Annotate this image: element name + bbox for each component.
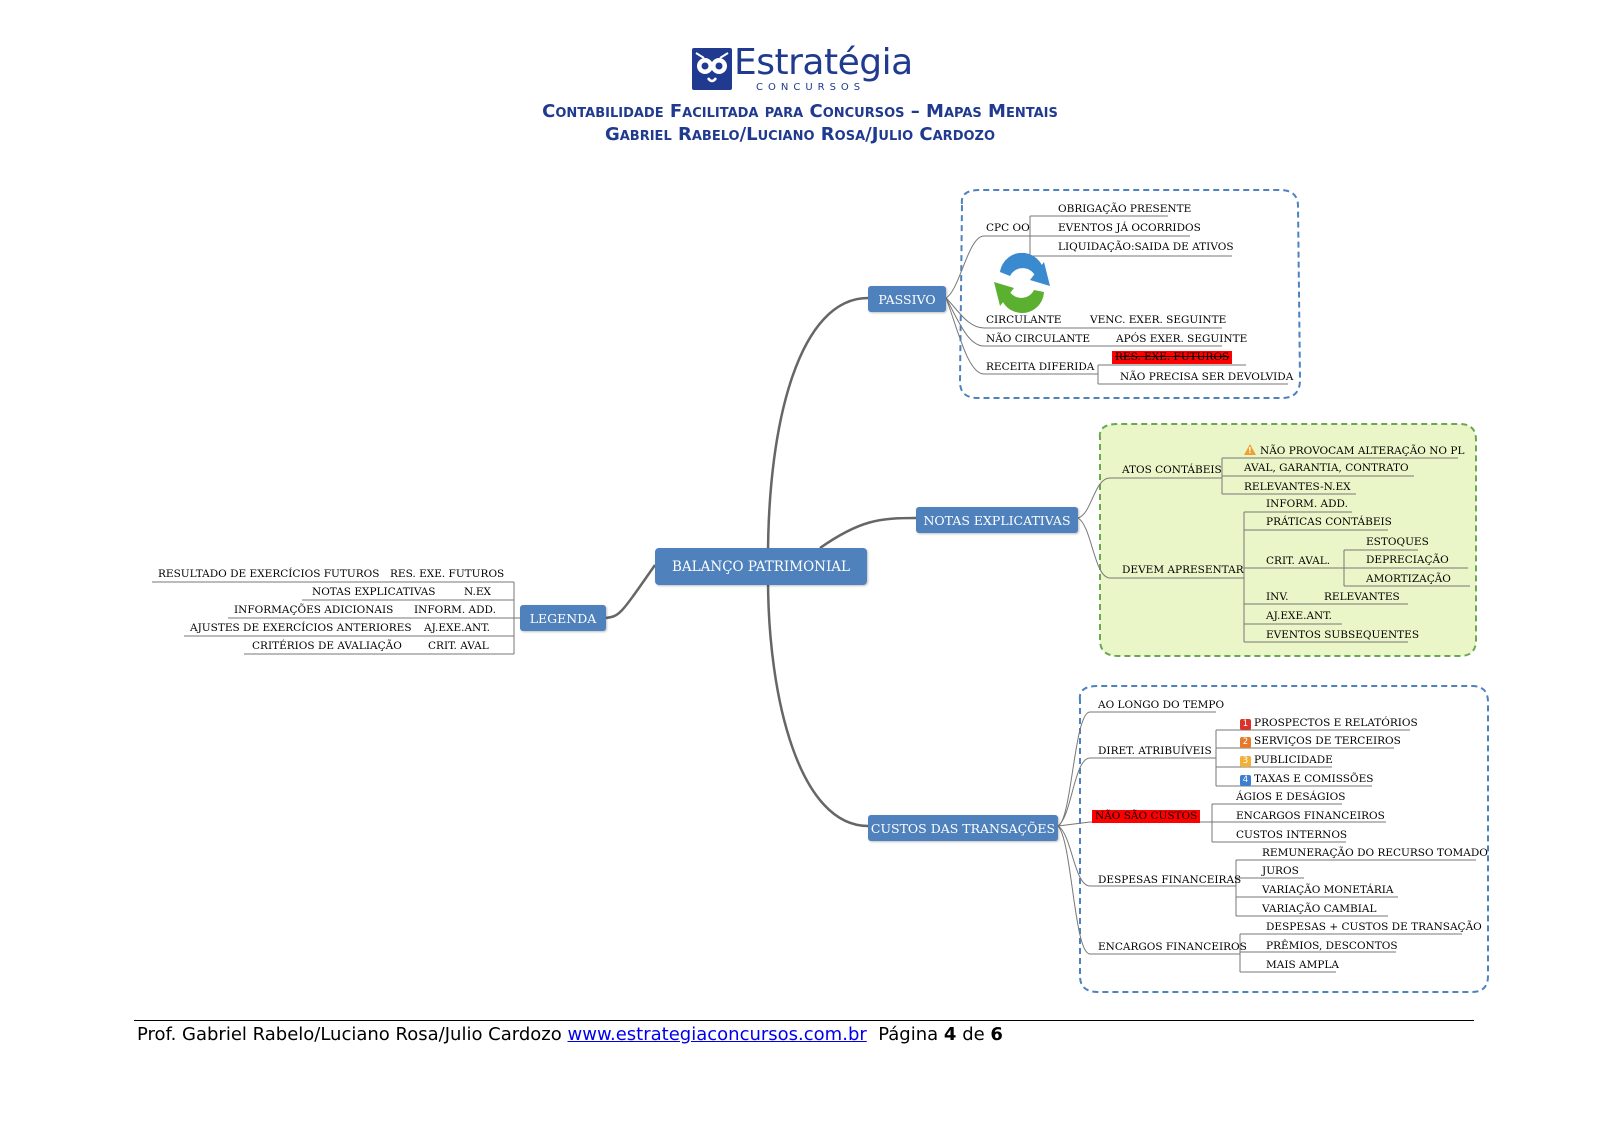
footer-page-number: 4 bbox=[943, 1024, 957, 1045]
cpc-item: OBRIGAÇÃO PRESENTE bbox=[1058, 203, 1192, 215]
document-authors: Gabriel Rabelo/Luciano Rosa/Julio Cardoz… bbox=[604, 124, 996, 145]
devem-item: CRIT. AVAL. bbox=[1266, 555, 1331, 567]
inv-item: RELEVANTES bbox=[1324, 591, 1400, 603]
priority-1-icon: 1 bbox=[1240, 719, 1251, 730]
circulante-label: CIRCULANTE bbox=[986, 314, 1062, 326]
warning-icon bbox=[1244, 444, 1256, 457]
legenda-term: AJUSTES DE EXERCÍCIOS ANTERIORES bbox=[190, 622, 412, 634]
branch-passivo bbox=[766, 296, 869, 559]
branch-custos bbox=[766, 577, 869, 828]
atos-item: NÃO PROVOCAM ALTERAÇÃO NO PL bbox=[1244, 444, 1464, 458]
legenda-abbr: RES. EXE. FUTUROS bbox=[390, 568, 505, 580]
legenda-abbr: AJ.EXE.ANT. bbox=[424, 622, 491, 634]
atos-item: RELEVANTES-N.EX bbox=[1244, 481, 1351, 493]
central-node[interactable]: BALANÇO PATRIMONIAL bbox=[655, 548, 867, 585]
footer-page-total: 6 bbox=[990, 1024, 1003, 1045]
cpc-label: CPC OO bbox=[986, 222, 1030, 234]
footer-divider bbox=[134, 1020, 1474, 1021]
document-title: Contabilidade Facilitada para Concursos … bbox=[542, 101, 1058, 122]
despesas-item: REMUNERAÇÃO DO RECURSO TOMADO bbox=[1262, 847, 1488, 859]
nao-sao-item: ÁGIOS E DESÁGIOS bbox=[1236, 791, 1346, 803]
nao-sao-custos-highlight: NÃO SÃO CUSTOS bbox=[1092, 810, 1201, 823]
nao-sao-item: CUSTOS INTERNOS bbox=[1236, 829, 1348, 841]
despesas-item: VARIAÇÃO MONETÁRIA bbox=[1262, 884, 1394, 896]
logo-wordmark: Estratégia bbox=[734, 42, 913, 83]
res-exe-futuros-highlight: RES. EXE. FUTUROS bbox=[1112, 351, 1233, 364]
encargos-item: DESPESAS + CUSTOS DE TRANSAÇÃO bbox=[1266, 921, 1482, 933]
devem-item: INV. bbox=[1266, 591, 1289, 603]
owl-logo-icon bbox=[692, 48, 732, 90]
footer-page-word: Página bbox=[878, 1024, 939, 1045]
crit-item: DEPRECIAÇÃO bbox=[1366, 554, 1449, 566]
cpc-item: LIQUIDAÇÃO:SAIDA DE ATIVOS bbox=[1058, 241, 1234, 253]
legenda-term: RESULTADO DE EXERCÍCIOS FUTUROS bbox=[158, 568, 380, 580]
legenda-abbr: INFORM. ADD. bbox=[414, 604, 496, 616]
devem-item: AJ.EXE.ANT. bbox=[1266, 610, 1333, 622]
legenda-term: INFORMAÇÕES ADICIONAIS bbox=[234, 604, 394, 616]
estrategia-logo: Estratégia CONCURSOS bbox=[692, 42, 922, 96]
custos-transacoes-node[interactable]: CUSTOS DAS TRANSAÇÕES bbox=[868, 815, 1058, 841]
priority-2-icon: 2 bbox=[1240, 737, 1251, 748]
legenda-term: CRITÉRIOS DE AVALIAÇÃO bbox=[252, 640, 402, 652]
devem-item: INFORM. ADD. bbox=[1266, 498, 1348, 510]
footer-of-word: de bbox=[962, 1024, 985, 1045]
passivo-node[interactable]: PASSIVO bbox=[868, 286, 946, 312]
footer-authors: Prof. Gabriel Rabelo/Luciano Rosa/Julio … bbox=[137, 1024, 562, 1045]
legenda-term: NOTAS EXPLICATIVAS bbox=[312, 586, 436, 598]
encargos-item: MAIS AMPLA bbox=[1266, 959, 1339, 971]
legenda-node[interactable]: LEGENDA bbox=[520, 605, 606, 631]
footer-link[interactable]: www.estrategiaconcursos.com.br bbox=[567, 1024, 867, 1045]
ao-longo-label: AO LONGO DO TEMPO bbox=[1098, 699, 1225, 711]
atos-contabeis-label: ATOS CONTÁBEIS bbox=[1122, 464, 1222, 476]
priority-3-icon: 3 bbox=[1240, 756, 1251, 767]
branch-notas bbox=[819, 516, 917, 550]
notas-cloud bbox=[1098, 423, 1477, 657]
devem-item: PRÁTICAS CONTÁBEIS bbox=[1266, 516, 1392, 528]
crit-item: AMORTIZAÇÃO bbox=[1366, 573, 1451, 585]
devem-item: EVENTOS SUBSEQUENTES bbox=[1266, 629, 1420, 641]
cpc-item: EVENTOS JÁ OCORRIDOS bbox=[1058, 222, 1201, 234]
despesas-item: VARIAÇÃO CAMBIAL bbox=[1262, 903, 1377, 915]
despesas-financeiras-label: DESPESAS FINANCEIRAS bbox=[1098, 874, 1242, 886]
nao-sao-item: ENCARGOS FINANCEIROS bbox=[1236, 810, 1385, 822]
notas-explicativas-node[interactable]: NOTAS EXPLICATIVAS bbox=[916, 507, 1078, 533]
legenda-abbr: N.EX bbox=[464, 586, 491, 598]
crit-item: ESTOQUES bbox=[1366, 536, 1429, 548]
refresh-icon bbox=[994, 252, 1050, 314]
nao-circulante-desc: APÓS EXER. SEGUINTE bbox=[1116, 333, 1248, 345]
receita-diferida-label: RECEITA DIFERIDA bbox=[986, 361, 1095, 373]
logo-subtitle: CONCURSOS bbox=[756, 82, 866, 93]
circulante-desc: VENC. EXER. SEGUINTE bbox=[1090, 314, 1227, 326]
despesas-item: JUROS bbox=[1262, 865, 1299, 877]
page-footer: Prof. Gabriel Rabelo/Luciano Rosa/Julio … bbox=[137, 1024, 1003, 1045]
branch-legenda bbox=[605, 564, 657, 620]
atos-item: AVAL, GARANTIA, CONTRATO bbox=[1244, 462, 1409, 474]
encargos-financeiros-label: ENCARGOS FINANCEIROS bbox=[1098, 941, 1247, 953]
priority-4-icon: 4 bbox=[1240, 775, 1251, 786]
diret-atribuiveis-label: DIRET. ATRIBUÍVEIS bbox=[1098, 745, 1212, 757]
devem-apresentar-label: DEVEM APRESENTAR bbox=[1122, 564, 1244, 576]
legenda-abbr: CRIT. AVAL bbox=[428, 640, 489, 652]
encargos-item: PRÊMIOS, DESCONTOS bbox=[1266, 940, 1398, 952]
receita-item: NÃO PRECISA SER DEVOLVIDA bbox=[1120, 371, 1294, 383]
nao-circulante-label: NÃO CIRCULANTE bbox=[986, 333, 1091, 345]
